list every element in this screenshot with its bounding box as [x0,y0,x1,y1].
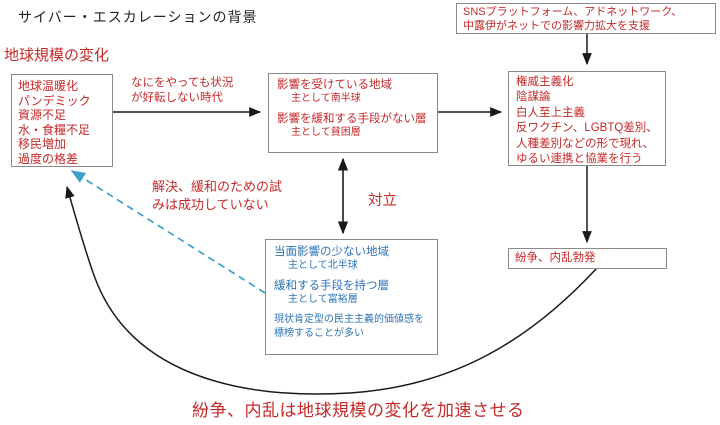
affected-region-box: 影響を受けている地域 主として南半球 影響を緩和する手段がない層 主として貧困層 [268,73,438,153]
global-change-item: パンデミック [18,93,91,108]
affected-layer-main: 影響を緩和する手段がない層 [277,113,427,125]
global-change-box: 地球温暖化 パンデミック 資源不足 水・食糧不足 移民増加 過度の格差 [11,74,113,167]
attempts-failed-label: 解決、緩和のための試 みは成功していない [152,179,283,212]
authoritarian-item: 反ワクチン、LGBTQ差別、 [516,122,658,135]
sns-support-box: SNSプラットフォーム、アドネットワーク、 中露伊がネットでの影響力拡大を支援 [456,3,716,34]
unaffected-region-box: 当面影響の少ない地域 主として北半球 緩和する手段を持つ層 主として富裕層 現状… [265,239,438,355]
unaffected-note: 標榜することが多い [274,327,364,339]
authoritarian-item: 白人至上主義 [516,106,585,119]
affected-region-main: 影響を受けている地域 [277,79,392,91]
page-title: サイバー・エスカレーションの背景 [18,9,258,25]
authoritarian-item: 権威主義化 [516,76,574,88]
affected-region-sub: 主として南半球 [291,93,361,104]
unaffected-layer-main: 緩和する手段を持つ層 [274,280,389,292]
authoritarian-item: 陰謀論 [516,91,551,104]
authoritarian-item: 人種差別などの形で現れ、 [516,137,655,150]
unaffected-layer-sub: 主として富裕層 [288,294,358,305]
global-change-item: 資源不足 [18,108,67,123]
authoritarian-box: 権威主義化 陰謀論 白人至上主義 反ワクチン、LGBTQ差別、 人種差別などの形… [508,71,666,166]
affected-layer-sub: 主として貧困層 [291,127,361,138]
unaffected-region-main: 当面影響の少ない地域 [274,246,389,258]
global-change-item: 地球温暖化 [18,79,79,93]
global-change-item: 水・食糧不足 [18,122,91,137]
acceleration-note: 紛争、内乱は地球規模の変化を加速させる [192,401,525,420]
confrontation-label: 対立 [368,193,397,209]
unaffected-note: 現状肯定型の民主主義的価値感を [274,314,424,325]
no-improvement-label: なにをやっても状況 が好転しない時代 [131,77,234,104]
conflict-outbreak-box: 紛争、内乱勃発 [508,248,667,269]
arrow-dashed-attempts-failed [70,170,266,294]
authoritarian-item: ゆるい連携と協業を行う [516,153,643,166]
arrow-conflict-accelerates-change-curve [65,185,598,395]
global-change-item: 移民増加 [18,137,67,152]
global-change-item: 過度の格差 [18,151,79,166]
global-change-heading: 地球規模の変化 [4,47,110,64]
unaffected-region-sub: 主として北半球 [288,260,358,271]
